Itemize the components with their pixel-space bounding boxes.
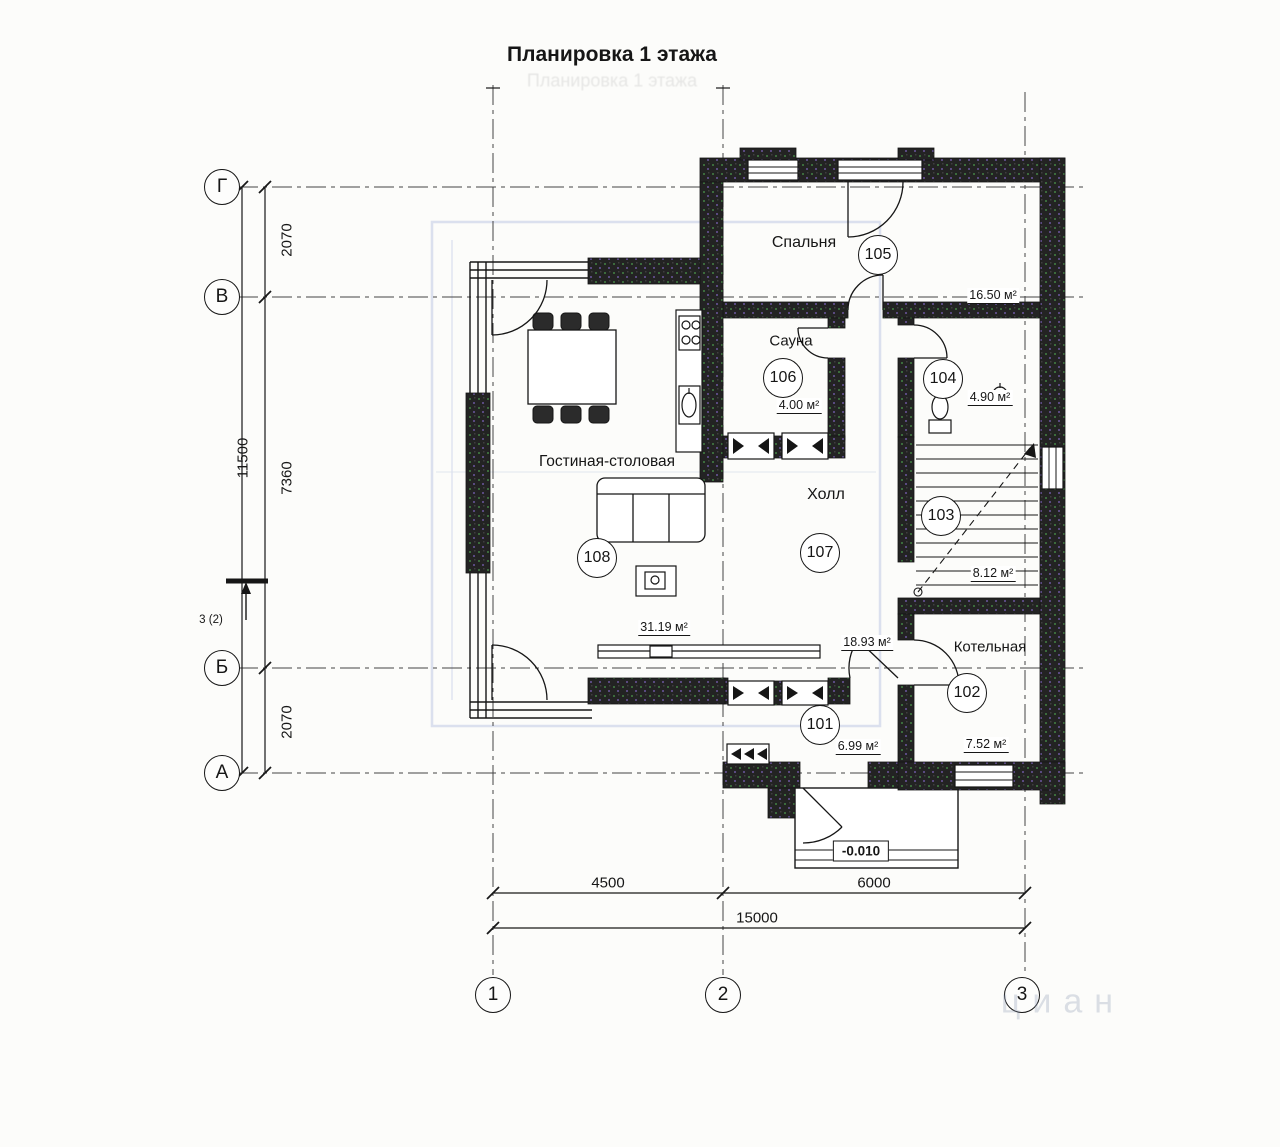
- room-sauna-number: 106: [763, 358, 803, 398]
- room-boiler-number: 102: [947, 673, 987, 713]
- dining-set: [527, 312, 617, 424]
- dim-left-seg-3: 2070: [278, 705, 296, 739]
- room-vestibule-number: 101: [800, 705, 840, 745]
- dimension-lines: [235, 87, 1032, 935]
- toilet-icon: [928, 394, 952, 434]
- room-wc-area: 4.90 м²: [967, 390, 1013, 406]
- axis-col-2: 2: [705, 977, 741, 1013]
- coffee-table: [635, 565, 677, 597]
- dim-left-seg-2: 7360: [278, 461, 296, 495]
- elevation-mark: -0.010: [832, 840, 890, 862]
- title-scan-ghost: Планировка 1 этажа: [526, 70, 698, 91]
- room-hall-area: 18.93 м²: [841, 635, 893, 651]
- dim-bottom-seg-1: 4500: [591, 874, 625, 892]
- room-wc-number: 104: [923, 359, 963, 399]
- dim-bottom-total: 15000: [736, 909, 778, 927]
- room-bedroom-number: 105: [858, 235, 898, 275]
- room-stairs-number: 103: [921, 496, 961, 536]
- room-bedroom-name: Спальня: [771, 234, 837, 251]
- room-sauna-area: 4.00 м²: [776, 398, 822, 414]
- room-hall-number: 107: [800, 533, 840, 573]
- section-mark-label: 3 (2): [199, 614, 223, 626]
- kitchen-counter: [675, 309, 703, 453]
- axis-row-a: А: [204, 755, 240, 791]
- axis-row-v: В: [204, 279, 240, 315]
- tv-unit: [597, 644, 821, 659]
- room-living-area: 31.19 м²: [638, 620, 690, 636]
- room-stairs-area: 8.12 м²: [970, 566, 1016, 582]
- axis-row-g: Г: [204, 169, 240, 205]
- vent-symbols: [731, 438, 823, 760]
- room-sauna-name: Сауна: [769, 332, 813, 350]
- room-hall-name: Холл: [807, 486, 845, 503]
- room-living-name: Гостиная-столовая: [538, 453, 676, 470]
- staircase: [913, 443, 1038, 597]
- sofa: [596, 477, 706, 543]
- room-boiler-name: Котельная: [953, 638, 1027, 656]
- dim-left-seg-1: 2070: [278, 223, 296, 257]
- axis-row-b: Б: [204, 650, 240, 686]
- room-bedroom-area: 16.50 м²: [967, 288, 1019, 304]
- axis-col-3: 3: [1004, 977, 1040, 1013]
- dim-left-total: 11500: [234, 437, 252, 479]
- room-living-number: 108: [577, 538, 617, 578]
- vent-grilles: [726, 432, 829, 765]
- room-vestibule-area: 6.99 м²: [835, 739, 881, 755]
- watermark-text: циан: [1000, 982, 1126, 1021]
- section-cut-mark: [226, 578, 268, 620]
- room-boiler-area: 7.52 м²: [963, 737, 1009, 753]
- dim-bottom-seg-2: 6000: [857, 874, 891, 892]
- doors: [491, 181, 960, 844]
- windows: [747, 159, 1064, 788]
- axis-col-1: 1: [475, 977, 511, 1013]
- page-title: Планировка 1 этажа: [507, 43, 717, 66]
